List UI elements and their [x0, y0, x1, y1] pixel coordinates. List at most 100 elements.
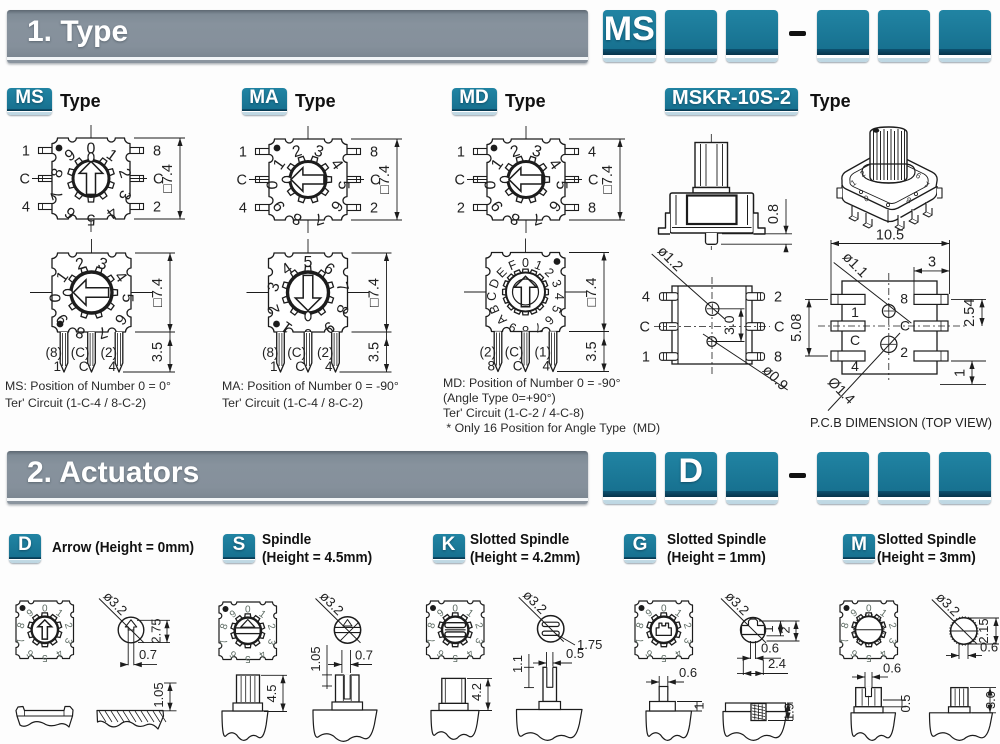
svg-text:8: 8 — [16, 621, 28, 630]
svg-text:5.08: 5.08 — [789, 314, 805, 342]
svg-text:C: C — [513, 359, 523, 374]
svg-text:□7.4: □7.4 — [377, 165, 393, 194]
svg-text:C: C — [20, 172, 30, 188]
svg-text:8: 8 — [588, 201, 596, 217]
svg-text:3: 3 — [472, 636, 484, 645]
svg-text:0.6: 0.6 — [679, 665, 697, 680]
svg-text:9: 9 — [435, 607, 446, 619]
svg-text:7: 7 — [218, 637, 230, 646]
svg-text:0.5: 0.5 — [898, 694, 913, 712]
svg-text:6: 6 — [435, 647, 446, 659]
svg-text:9: 9 — [25, 607, 36, 619]
svg-text:8: 8 — [153, 144, 161, 160]
svg-text:0: 0 — [87, 141, 96, 158]
svg-text:C: C — [237, 173, 247, 189]
svg-text:ø3.2: ø3.2 — [520, 587, 550, 617]
svg-text:8: 8 — [905, 196, 912, 206]
svg-text:4: 4 — [642, 290, 650, 306]
svg-text:1: 1 — [54, 607, 65, 619]
svg-text:4.2: 4.2 — [469, 683, 484, 701]
svg-text:2: 2 — [778, 626, 793, 633]
svg-text:3: 3 — [681, 636, 693, 645]
svg-text:3.5: 3.5 — [150, 342, 166, 362]
svg-text:4: 4 — [325, 359, 333, 374]
svg-text:0.8: 0.8 — [766, 204, 782, 224]
svg-text:ø1.2: ø1.2 — [654, 243, 686, 275]
svg-text:0: 0 — [522, 256, 529, 270]
svg-text:2: 2 — [681, 621, 693, 630]
svg-text:2.15: 2.15 — [976, 618, 991, 643]
svg-text:4: 4 — [877, 647, 888, 659]
svg-text:0: 0 — [452, 604, 458, 615]
svg-text:(2): (2) — [317, 345, 334, 360]
svg-text:0.6: 0.6 — [761, 641, 779, 656]
svg-text:C: C — [900, 318, 910, 334]
svg-text:5: 5 — [661, 652, 667, 663]
svg-text:8: 8 — [370, 145, 378, 161]
svg-text:1: 1 — [642, 350, 650, 366]
svg-text:C: C — [79, 359, 89, 374]
svg-text:10.5: 10.5 — [876, 228, 904, 244]
svg-text:1: 1 — [257, 608, 268, 620]
svg-text:1.05: 1.05 — [308, 646, 323, 671]
svg-text:1: 1 — [673, 607, 684, 619]
svg-text:C: C — [370, 173, 380, 189]
svg-text:1: 1 — [239, 145, 247, 161]
svg-text:6: 6 — [849, 647, 860, 659]
svg-text:6: 6 — [228, 648, 239, 660]
svg-text:1: 1 — [851, 304, 859, 320]
svg-text:C: C — [774, 320, 784, 336]
svg-text:2.4: 2.4 — [768, 656, 786, 671]
svg-text:3: 3 — [62, 636, 74, 645]
svg-text:(8): (8) — [262, 345, 279, 360]
svg-text:(1): (1) — [535, 345, 552, 360]
svg-text:8: 8 — [900, 291, 908, 307]
svg-text:2: 2 — [370, 201, 378, 217]
svg-text:9: 9 — [507, 319, 519, 335]
svg-text:C: C — [485, 292, 499, 301]
svg-text:0: 0 — [863, 194, 870, 204]
svg-text:5: 5 — [452, 652, 458, 663]
svg-text:4: 4 — [53, 647, 64, 659]
svg-text:2: 2 — [153, 200, 161, 216]
svg-text:0: 0 — [265, 181, 282, 190]
svg-text:(C): (C) — [505, 345, 524, 360]
svg-text:1: 1 — [270, 359, 278, 374]
svg-text:1: 1 — [692, 702, 707, 709]
svg-text:1.1: 1.1 — [510, 655, 525, 673]
svg-text:4: 4 — [239, 201, 247, 217]
svg-text:4: 4 — [22, 200, 30, 216]
svg-text:5: 5 — [553, 181, 570, 190]
svg-text:0.5: 0.5 — [566, 646, 584, 661]
svg-text:0: 0 — [661, 604, 667, 615]
svg-text:7: 7 — [532, 319, 544, 335]
svg-text:0: 0 — [245, 605, 251, 616]
svg-text:C: C — [850, 332, 860, 348]
svg-text:7: 7 — [839, 636, 851, 645]
svg-text:7: 7 — [634, 636, 646, 645]
svg-text:8: 8 — [487, 359, 495, 374]
svg-text:□7.4: □7.4 — [160, 164, 176, 193]
svg-text:2: 2 — [265, 622, 277, 631]
svg-text:2: 2 — [62, 621, 74, 630]
svg-text:9: 9 — [849, 607, 860, 619]
svg-text:3.5: 3.5 — [367, 342, 383, 362]
svg-text:7: 7 — [426, 636, 438, 645]
svg-text:(C): (C) — [287, 345, 306, 360]
svg-text:□7.4: □7.4 — [584, 278, 600, 307]
svg-text:4: 4 — [256, 648, 267, 660]
svg-text:8: 8 — [635, 621, 647, 630]
svg-text:4.5: 4.5 — [264, 684, 279, 702]
svg-text:7: 7 — [922, 180, 931, 190]
svg-text:ø1.1: ø1.1 — [839, 249, 871, 281]
svg-text:ø3.2: ø3.2 — [933, 589, 963, 619]
svg-text:0.7: 0.7 — [355, 648, 373, 663]
svg-text:5: 5 — [42, 652, 48, 663]
svg-text:3: 3 — [928, 255, 936, 271]
svg-text:1: 1 — [953, 369, 969, 377]
svg-text:ø3.2: ø3.2 — [100, 588, 130, 618]
svg-text:0.7: 0.7 — [139, 647, 157, 662]
svg-text:5: 5 — [335, 181, 352, 190]
svg-text:6: 6 — [25, 647, 36, 659]
svg-text:C: C — [295, 359, 305, 374]
